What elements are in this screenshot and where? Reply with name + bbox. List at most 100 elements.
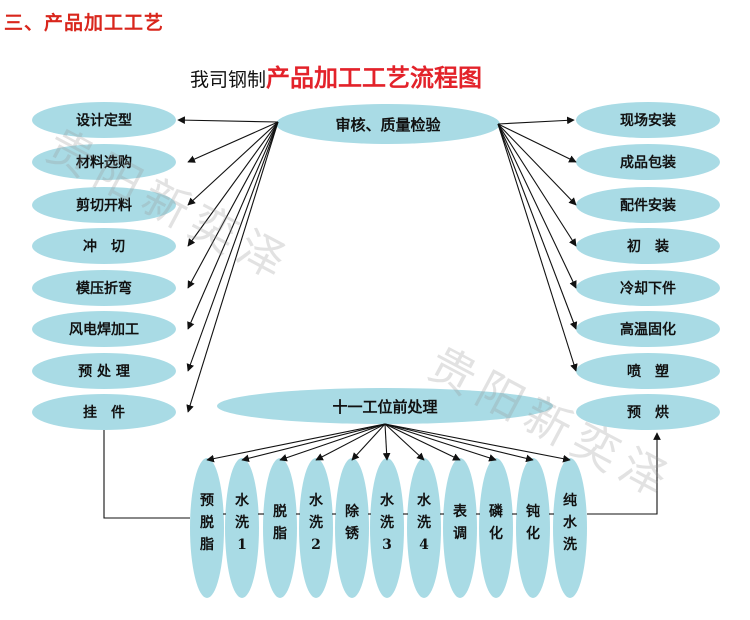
right-arrow-7	[497, 123, 578, 372]
station-arrow-1	[206, 423, 386, 463]
station-6-char-1: 水	[380, 493, 394, 510]
station-shape-8	[443, 458, 477, 598]
left-step-shape-5	[32, 270, 176, 306]
title-main: 产品加工工艺流程图	[266, 63, 483, 92]
hanging-to-pretreatment-line	[103, 430, 190, 519]
right-step-shape-7	[576, 353, 720, 389]
station-5-char-2: 锈	[345, 526, 359, 542]
left-step-shape-6	[32, 311, 176, 347]
center-node: 审核、质量检验	[335, 115, 441, 134]
station-shape-11	[553, 458, 587, 598]
left-step-4: 冲 切	[83, 239, 125, 255]
station-arrow-7	[384, 423, 425, 461]
station-3: 脱脂	[265, 464, 295, 584]
station-arrow-11	[384, 423, 571, 463]
left-step-1: 设计定型	[76, 113, 132, 129]
station-11: 纯水洗	[555, 464, 585, 584]
right-step-1: 现场安装	[620, 113, 676, 129]
station-11-char-1: 纯	[563, 493, 577, 510]
right-step-shape-1	[576, 102, 720, 138]
pretreatment-node: 十一工位前处理	[332, 397, 438, 416]
left-arrow-6	[187, 121, 279, 330]
left-step-6: 风电焊加工	[69, 322, 139, 338]
station-arrow-6	[382, 423, 391, 461]
station-2: 水洗 1	[227, 464, 257, 584]
left-step-shape-2	[32, 144, 176, 180]
left-step-shape-4	[32, 228, 176, 264]
station-4-char-1: 水	[309, 493, 323, 510]
left-step-2: 材料选购	[76, 155, 132, 171]
station-shape-4	[299, 458, 333, 598]
right-step-shape-5	[576, 270, 720, 306]
right-step-7: 喷 塑	[627, 364, 669, 380]
station-10-char-2: 化	[526, 526, 540, 542]
right-step-6: 高温固化	[620, 322, 676, 338]
left-step-8: 挂 件	[83, 405, 125, 421]
left-step-shape-7	[32, 353, 176, 389]
station-shape-1	[190, 458, 224, 598]
station-7-char-2: 洗	[417, 515, 431, 532]
left-step-shape-8	[32, 394, 176, 430]
left-arrow-3	[187, 121, 279, 206]
station-4-char-2: 洗	[309, 515, 323, 532]
station-7-char-1: 水	[417, 493, 431, 510]
right-step-3: 配件安装	[620, 198, 676, 214]
station-2-char-3: 1	[237, 536, 247, 553]
station-5: 除锈	[337, 464, 367, 584]
pretreatment-to-drying-line	[587, 432, 661, 515]
right-step-shape-2	[576, 144, 720, 180]
right-step-8: 预 烘	[627, 405, 669, 421]
station-1: 预脱脂	[192, 464, 222, 584]
right-arrow-6	[497, 123, 578, 330]
station-1-char-2: 脱	[200, 515, 214, 532]
station-9: 磷化	[481, 464, 511, 584]
station-arrow-8	[384, 423, 461, 461]
station-8-char-2: 调	[453, 526, 467, 542]
station-arrow-9	[384, 423, 497, 462]
right-step-4: 初 装	[627, 239, 669, 255]
station-11-char-3: 洗	[563, 536, 577, 553]
diagram-title: 我司钢制产品加工工艺流程图	[190, 58, 482, 93]
station-shape-6	[370, 458, 404, 598]
station-5-char-1: 除	[345, 504, 359, 521]
station-arrow-3	[279, 423, 386, 462]
left-arrow-7	[186, 121, 279, 372]
left-arrow-2	[187, 121, 279, 163]
station-2-char-2: 洗	[235, 515, 249, 532]
right-step-shape-8	[576, 394, 720, 430]
right-arrow-1	[497, 116, 575, 125]
station-8: 表调	[445, 464, 475, 584]
station-6-char-3: 3	[382, 536, 392, 553]
station-6-char-2: 洗	[380, 515, 394, 532]
station-1-char-1: 预	[200, 493, 214, 510]
title-prefix: 我司钢制	[190, 69, 267, 91]
station-10: 钝化	[518, 464, 548, 584]
left-step-7: 预 处 理	[78, 364, 130, 380]
station-arrow-4	[315, 423, 386, 461]
station-2-char-1: 水	[235, 493, 249, 510]
pretreatment-node-shape	[217, 388, 553, 424]
right-arrow-5	[497, 123, 577, 289]
left-step-3: 剪切开料	[76, 198, 132, 214]
left-step-shape-1	[32, 102, 176, 138]
station-arrow-5	[351, 423, 386, 461]
station-9-char-2: 化	[489, 526, 503, 542]
left-step-5: 模压折弯	[76, 281, 132, 297]
station-3-char-1: 脱	[273, 504, 287, 521]
right-step-shape-4	[576, 228, 720, 264]
right-step-5: 冷却下件	[620, 281, 676, 297]
left-arrow-8	[186, 121, 279, 413]
right-step-shape-3	[576, 187, 720, 223]
station-shape-2	[225, 458, 259, 598]
section-header: 三、产品加工工艺	[4, 12, 165, 34]
station-shape-9	[479, 458, 513, 598]
station-8-char-1: 表	[453, 504, 467, 521]
left-step-shape-3	[32, 187, 176, 223]
right-arrow-2	[497, 123, 577, 163]
station-shape-10	[516, 458, 550, 598]
center-node-shape	[276, 104, 500, 144]
station-1-char-3: 脂	[200, 536, 214, 553]
station-shape-7	[407, 458, 441, 598]
